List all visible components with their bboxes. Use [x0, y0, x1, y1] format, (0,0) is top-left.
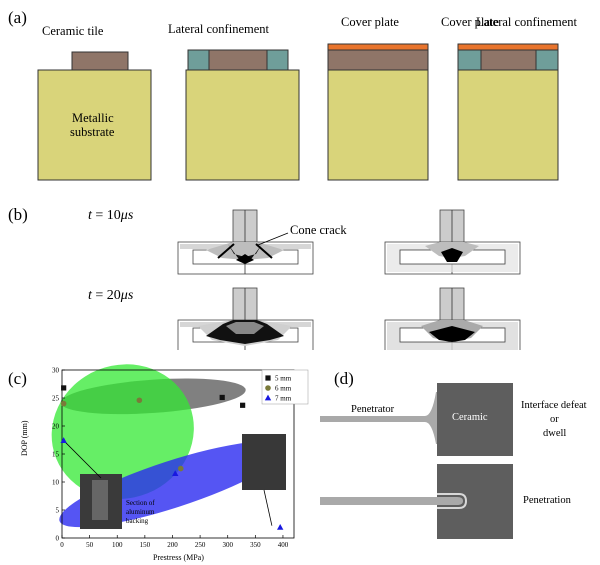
x-tick-label-2: 100	[112, 541, 123, 549]
label-cone-crack: Cone crack	[290, 223, 347, 237]
y-tick-label-3: 15	[52, 451, 60, 459]
point-s2-1	[172, 470, 179, 476]
section-label-line3: backing	[126, 517, 149, 525]
y-tick-label-0: 0	[56, 535, 60, 543]
point-s1-1	[136, 397, 143, 404]
time-t-1: t	[88, 208, 92, 223]
inset-section-crater	[92, 480, 108, 520]
inset-right-leader	[263, 489, 273, 526]
substrate-1	[37, 69, 152, 181]
chart-xlabel: Prestress (MPa)	[153, 553, 204, 562]
panel-c-letter: (c)	[8, 369, 27, 388]
label-interface-line2: or	[550, 414, 559, 425]
cover-plate-3	[327, 43, 429, 51]
time-label-10: t = 10μs	[88, 208, 133, 224]
point-s2-2	[276, 523, 284, 530]
label-substrate-line1: Metallic	[72, 111, 114, 125]
x-tick-label-0: 0	[60, 541, 64, 549]
label-lateral-confinement-2: Lateral confinement	[476, 15, 577, 29]
section-label-line1: Section of	[126, 499, 155, 507]
label-interface-line3: dwell	[543, 428, 567, 439]
y-tick-label-5: 25	[52, 395, 60, 403]
ceramic-block-top	[437, 383, 513, 456]
point-s0-0	[61, 385, 67, 391]
chart-plot-area: 0 50 100 150 200 250 300 350 400 0 5 10 15 20 25 30 5 mm…	[51, 364, 309, 549]
penetration-cavity	[437, 493, 468, 509]
panel-a-drawings	[37, 43, 559, 181]
legend-label-1: 6 mm	[275, 385, 292, 393]
x-tick-label-7: 350	[250, 541, 261, 549]
cone-crack-leader	[257, 232, 289, 246]
point-s1-0	[60, 400, 67, 407]
time-label-20: t = 20μs	[88, 288, 133, 304]
x-tick-label-5: 250	[195, 541, 206, 549]
legend-label-0: 5 mm	[275, 375, 292, 383]
time-value-2: = 20	[91, 288, 121, 303]
penetrator-rod-top	[320, 392, 437, 444]
label-penetration: Penetration	[523, 495, 571, 506]
time-value-1: = 10	[91, 208, 121, 223]
ceramic-tile-1	[71, 51, 129, 71]
point-s1-2	[177, 465, 184, 472]
y-tick-label-2: 10	[52, 479, 60, 487]
substrate-4	[457, 69, 559, 181]
label-substrate-line2: substrate	[70, 125, 115, 139]
x-tick-label-3: 150	[140, 541, 151, 549]
label-ceramic: Ceramic	[452, 412, 488, 423]
label-penetrator: Penetrator	[351, 404, 395, 415]
substrate-2	[185, 69, 300, 181]
label-cover-plate-2: Cover plate	[441, 15, 499, 29]
panel-b-letter: (b)	[8, 205, 28, 224]
label-interface-line1: Interface defeat	[521, 400, 587, 411]
inset-right-photo	[242, 434, 286, 490]
label-cover-plate-1: Cover plate	[341, 15, 399, 29]
sim-t20-confined	[384, 287, 521, 350]
legend-marker-1	[265, 385, 271, 391]
y-tick-label-1: 5	[56, 507, 60, 515]
time-unit-2: μs	[120, 288, 134, 303]
point-s2-0	[60, 437, 67, 443]
point-s0-1	[219, 394, 225, 401]
legend-marker-0	[265, 375, 271, 381]
x-tick-label-6: 300	[222, 541, 233, 549]
cover-plate-4	[457, 43, 559, 51]
y-tick-label-4: 20	[52, 423, 60, 431]
x-tick-label-4: 200	[167, 541, 178, 549]
x-tick-label-8: 400	[278, 541, 289, 549]
sim-t10-plain	[177, 209, 314, 275]
time-unit-1: μs	[120, 208, 134, 223]
section-label-line2: aluminum	[126, 508, 155, 516]
inset-section-leader	[63, 440, 102, 479]
confinement-2-right	[266, 49, 289, 71]
penetrator-rod-bottom	[320, 497, 463, 505]
label-ceramic-tile: Ceramic tile	[42, 24, 104, 38]
label-lateral-confinement-1: Lateral confinement	[168, 22, 269, 36]
panel-d-letter: (d)	[334, 369, 354, 388]
sim-t20-plain	[177, 287, 314, 350]
point-s0-2	[240, 402, 246, 408]
time-t-2: t	[88, 288, 92, 303]
legend-label-2: 7 mm	[275, 395, 292, 403]
legend-marker-2	[264, 394, 272, 401]
y-tick-label-6: 30	[52, 367, 60, 375]
sim-t10-confined	[384, 209, 521, 275]
x-tick-label-1: 50	[86, 541, 94, 549]
panel-a-letter: (a)	[8, 8, 27, 27]
panel-b-simulations	[177, 209, 521, 350]
